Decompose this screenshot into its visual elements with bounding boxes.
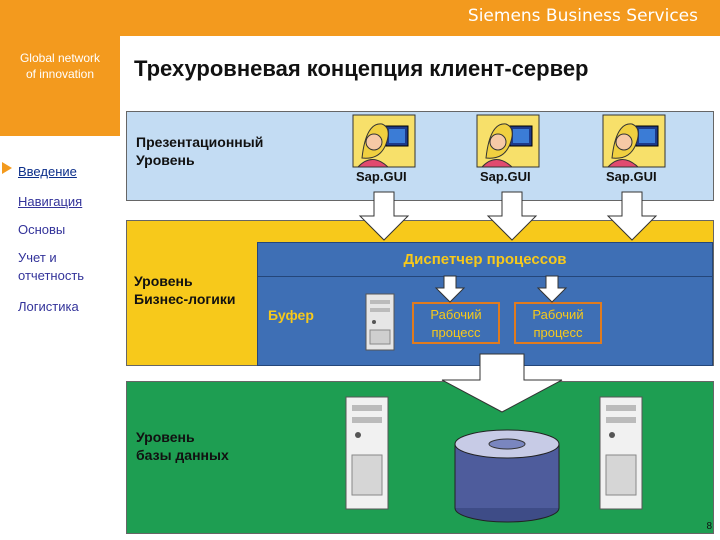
work-process-line2: процесс	[431, 325, 481, 340]
sidebar-item-accounting[interactable]: Учет и	[18, 250, 57, 265]
down-arrow-icon	[536, 275, 568, 303]
database-label-line2: базы данных	[136, 447, 229, 463]
work-process-box: Рабочий процесс	[412, 302, 500, 344]
brand-name: Siemens Business Services	[467, 6, 698, 26]
database-label: Уровень базы данных	[136, 428, 229, 464]
header-bar: Siemens Business Services	[0, 0, 720, 36]
work-process-box: Рабочий процесс	[514, 302, 602, 344]
down-arrow-icon	[486, 191, 538, 241]
buffer-label: Буфер	[268, 307, 314, 323]
tagline-line1: Global network	[19, 51, 101, 65]
down-arrow-icon	[606, 191, 658, 241]
database-cylinder-icon	[454, 429, 560, 523]
presentation-label-line1: Презентационный	[136, 134, 264, 150]
tagline-line2: of innovation	[25, 67, 95, 81]
business-label-line1: Уровень	[134, 273, 193, 289]
sidebar: Global network of innovation Введение На…	[0, 36, 120, 540]
sidebar-nav: Введение Навигация Основы Учет и отчетно…	[0, 136, 120, 540]
tagline: Global network of innovation	[0, 50, 120, 82]
down-arrow-icon	[358, 191, 410, 241]
sidebar-item-logistics[interactable]: Логистика	[18, 299, 79, 314]
dispatcher-label: Диспетчер процессов	[403, 251, 567, 268]
sapgui-label: Sap.GUI	[480, 169, 531, 184]
work-process-line2: процесс	[533, 325, 583, 340]
presentation-label: Презентационный Уровень	[136, 133, 263, 169]
page-number: 8	[706, 521, 712, 532]
work-process-line1: Рабочий	[430, 307, 482, 322]
siemens-logo: SIEMENS	[14, 506, 98, 525]
page-title: Трехуровневая концепция клиент-сервер	[134, 56, 589, 81]
process-dispatcher: Диспетчер процессов	[257, 242, 713, 278]
presentation-label-line2: Уровень	[136, 152, 195, 168]
sapgui-label: Sap.GUI	[356, 169, 407, 184]
user-workstation-icon	[476, 114, 540, 168]
down-arrow-icon	[441, 353, 563, 413]
db-server-icon	[599, 396, 643, 510]
app-server-icon	[365, 293, 395, 351]
business-label: Уровень Бизнес-логики	[134, 272, 235, 308]
sidebar-item-navigation[interactable]: Навигация	[18, 194, 83, 209]
user-workstation-icon	[352, 114, 416, 168]
user-workstation-icon	[602, 114, 666, 168]
work-process-line1: Рабочий	[532, 307, 584, 322]
business-label-line2: Бизнес-логики	[134, 291, 236, 307]
down-arrow-icon	[434, 275, 466, 303]
sidebar-item-intro[interactable]: Введение	[18, 164, 77, 179]
sidebar-item-basics[interactable]: Основы	[18, 222, 66, 237]
db-server-icon	[345, 396, 389, 510]
active-marker-icon	[2, 162, 12, 174]
sapgui-label: Sap.GUI	[606, 169, 657, 184]
database-label-line1: Уровень	[136, 429, 195, 445]
sidebar-item-accounting-2[interactable]: отчетность	[18, 268, 85, 283]
